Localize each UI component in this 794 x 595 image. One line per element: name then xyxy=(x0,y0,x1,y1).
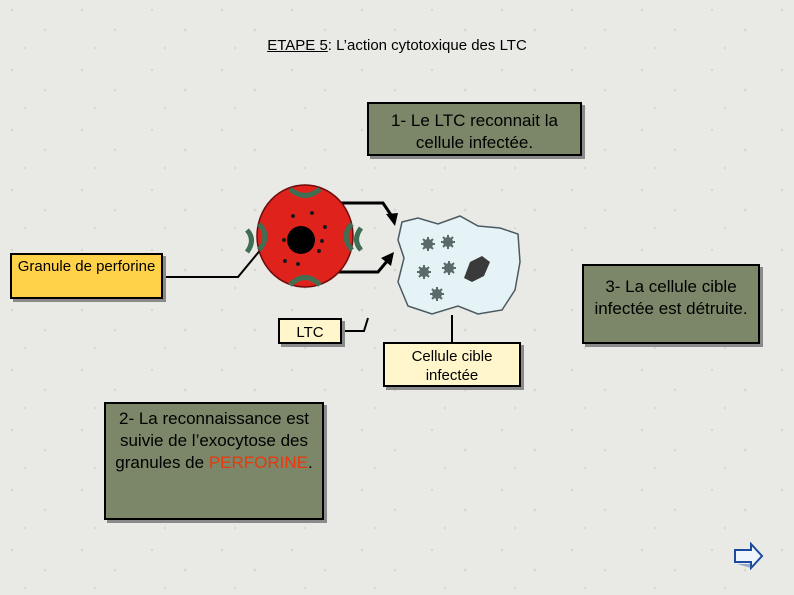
ltc-label: LTC xyxy=(296,324,324,341)
arrow-bottom-head xyxy=(381,252,394,266)
step3-box: 3- La cellule cible infectée est détruit… xyxy=(582,264,760,344)
tcr-receptors xyxy=(244,187,364,287)
step2-box: 2- La reconnaissance est suivie de l’exo… xyxy=(104,402,324,520)
page-title: ETAPE 5: L’action cytotoxique des LTC xyxy=(0,37,794,54)
ltc-label-box: LTC xyxy=(278,318,342,344)
step2-text: 2- La reconnaissance est suivie de l’exo… xyxy=(115,409,309,472)
arrow-top-head xyxy=(386,213,398,226)
virus-particles xyxy=(417,235,456,301)
cible-label: Cellule cible infectée xyxy=(411,348,493,384)
perforine-granules xyxy=(282,211,327,266)
arrow-bottom xyxy=(338,259,390,274)
cible-label-box: Cellule cible infectée xyxy=(383,342,521,387)
ltc-pointer-line xyxy=(342,317,369,332)
step1-text: 1- Le LTC reconnait la cellule infectée. xyxy=(391,111,558,152)
granule-pointer-line xyxy=(163,247,263,278)
granule-label: Granule de perforine xyxy=(17,258,156,275)
step1-box: 1- Le LTC reconnait la cellule infectée. xyxy=(367,102,582,156)
step2-highlight: PERFORINE xyxy=(208,453,309,472)
step2-end: . xyxy=(308,453,313,472)
ltc-nucleus xyxy=(287,226,315,254)
step3-text: 3- La cellule cible infectée est détruit… xyxy=(594,277,748,318)
target-cell xyxy=(397,215,521,315)
arrow-top xyxy=(328,201,395,219)
title-text: : L’action cytotoxique des LTC xyxy=(327,37,527,54)
arrow-right-icon[interactable] xyxy=(733,542,765,570)
target-nucleus xyxy=(464,256,490,282)
granule-label-box: Granule de perforine xyxy=(10,253,163,299)
title-step: ETAPE 5 xyxy=(267,37,328,54)
